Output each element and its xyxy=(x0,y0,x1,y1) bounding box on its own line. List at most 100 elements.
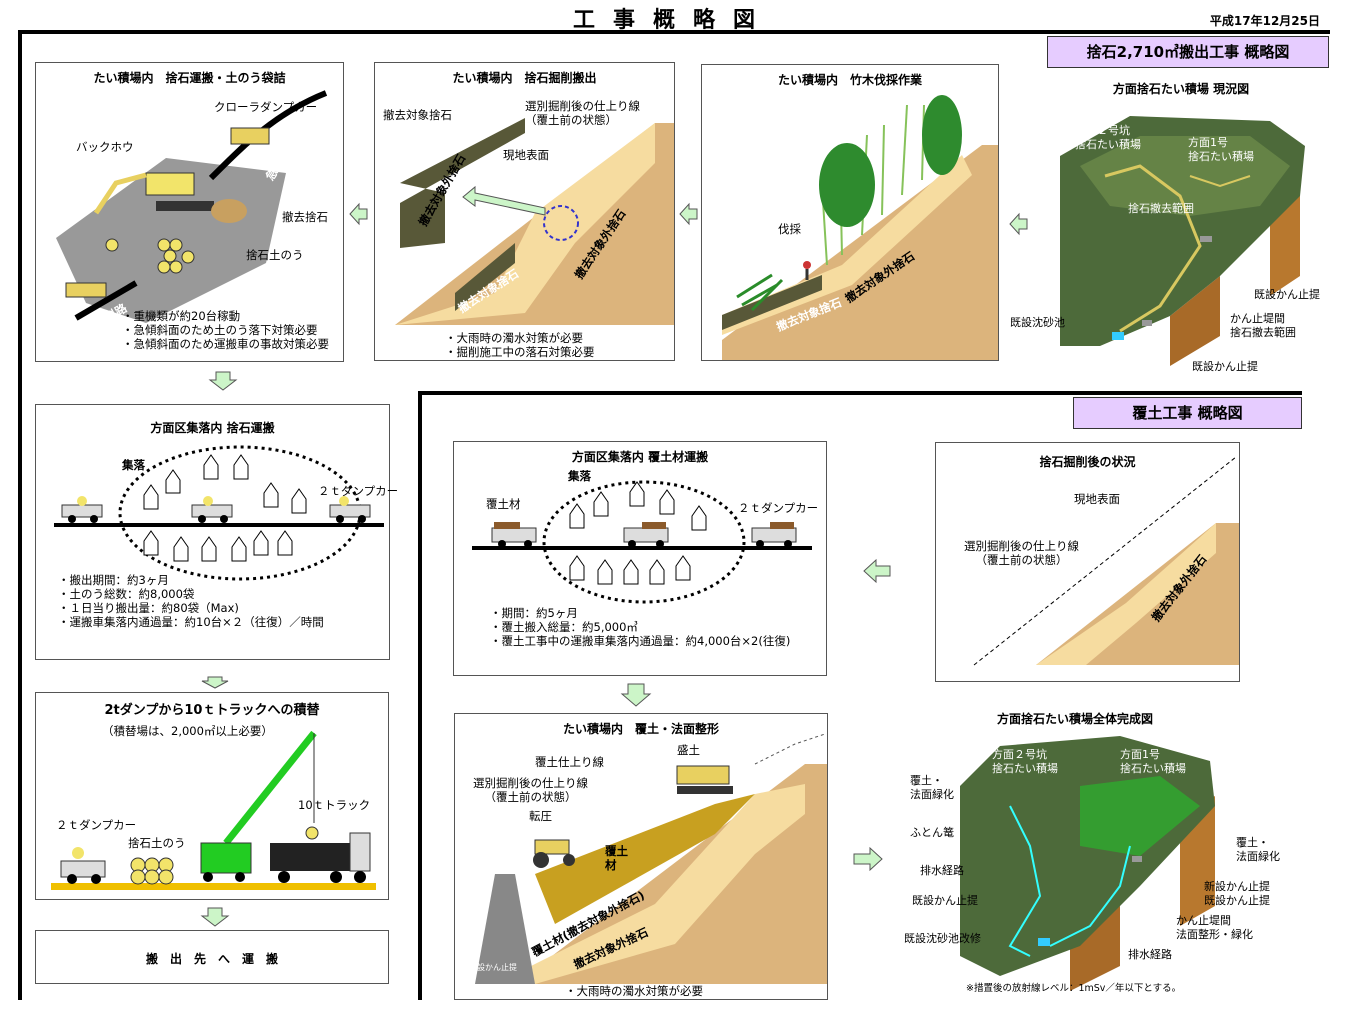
dig-notes: ・大雨時の濁水対策が必要 ・掘削施工中の落石対策必要 xyxy=(445,331,595,359)
panel-bamboo-cutting: たい積場内 竹木伐採作業 伐採 撤去対象捨石 撤去対象外捨石 xyxy=(701,64,999,361)
status-label-dam2: 既設かん止提 xyxy=(1192,360,1258,373)
label-2t-dump: ２ｔダンプカー xyxy=(56,818,137,832)
note-item: ・土のう総数：約8,000袋 xyxy=(58,587,195,601)
label-removal-target: 撤去対象捨石 xyxy=(383,108,452,122)
panel-title: 2tダンプから10ｔトラックへの積替 xyxy=(104,703,320,718)
label-2t-dump: ２ｔダンプカー xyxy=(318,484,399,498)
note-item: ・期間：約5ヶ月 xyxy=(490,606,578,620)
panel-title: 方面捨石たい積場全体完成図 xyxy=(996,712,1153,726)
label-cutting: 伐採 xyxy=(778,222,801,236)
arrow-down-icon xyxy=(201,676,229,689)
label-ground-surface: 現地表面 xyxy=(503,148,549,162)
arrow-left-icon xyxy=(863,558,891,584)
complete-label-dams: 新設かん止提 既設かん止提 xyxy=(1204,880,1270,907)
complete-label-drain-r: 排水経路 xyxy=(1128,948,1172,961)
panel-village-transport: 方面区集落内 捨石運搬 集落 ２ｔダンプカー ・搬出期間：約3ヶ月 ・土のう総数… xyxy=(35,404,398,660)
cover-notes: ・大雨時の濁水対策が必要 xyxy=(565,984,703,998)
status-label-settle: 既設沈砂池 xyxy=(1010,316,1065,329)
status-label-no2: 方面２号坑 捨石たい積場 xyxy=(1075,124,1141,151)
panel-title: 方面区集落内 覆土材運搬 xyxy=(571,450,709,464)
complete-label-between: かん止堤間 法面整形・緑化 xyxy=(1176,914,1253,941)
label-compaction: 転圧 xyxy=(529,809,552,823)
label-cover-finish: 覆土仕上り線 xyxy=(535,755,604,769)
label-2t-dump: ２ｔダンプカー xyxy=(738,501,819,515)
complete-label-green-l: 覆土・ 法面緑化 xyxy=(910,774,954,801)
complete-label-drain-l: 排水経路 xyxy=(920,864,964,877)
panel-completion: 方面捨石たい積場全体完成図 方面２号坑 捨石たい積場 方面1号 捨石たい積場 覆… xyxy=(880,706,1300,1000)
complete-label-settle: 既設沈砂池改修 xyxy=(904,932,981,945)
arrow-left-icon xyxy=(1009,212,1028,236)
cover-cross-section xyxy=(475,733,827,984)
label-finish-line: 選別掘削後の仕上り線 （覆土前の状態） xyxy=(473,776,588,804)
arrow-down-icon xyxy=(208,371,238,391)
label-embankment: 盛土 xyxy=(677,743,700,757)
arrow-down-icon xyxy=(200,907,230,927)
panel-title: たい積場内 捨石運搬・土のう袋詰 xyxy=(93,71,286,85)
note-item: ・掘削施工中の落石対策必要 xyxy=(445,345,595,359)
status-label-removal-range: 捨石撤去範囲 xyxy=(1128,202,1194,215)
panel-title: 捨石掘削後の状況 xyxy=(1039,455,1136,469)
complete-label-dam: 既設かん止提 xyxy=(912,894,978,907)
complete-note: ※措置後の放射線レベル：1mSv／年以下とする。 xyxy=(966,983,1182,994)
status-label-between: かん止堤間 捨石撤去範囲 xyxy=(1230,312,1296,339)
label-village: 集落 xyxy=(122,458,145,472)
bamboo-cross-section xyxy=(722,95,998,360)
label-removed-rock: 撤去捨石 xyxy=(282,210,328,224)
panel-after-excavation: 捨石掘削後の状況 現地表面 選別掘削後の仕上り線 （覆土前の状態） 撤去対象外捨… xyxy=(935,442,1240,682)
panel-title: 方面捨石たい積場 現況図 xyxy=(1112,82,1250,96)
loading-scene xyxy=(56,90,328,323)
arrow-left-icon xyxy=(679,202,698,226)
note-item: ・大雨時の濁水対策が必要 xyxy=(445,331,583,345)
label-cover-material: 覆土 材 xyxy=(605,844,628,872)
frame-left xyxy=(18,30,22,1000)
panel-village-cover-transport: 方面区集落内 覆土材運搬 集落 覆土材 ２ｔダンプカー ・期間：約5ヶ月 ・覆土… xyxy=(453,441,827,676)
note-item: ・運搬車集落内通過量：約10台×２（往復）／時間 xyxy=(58,615,324,629)
panel-rock-excavation: たい積場内 捨石掘削搬出 撤去対象捨石 選別掘削後の仕上り線 （覆土前の状態） … xyxy=(374,62,675,361)
excavation-cross-section xyxy=(395,118,674,325)
note-item: ・急傾斜面のため運搬車の事故対策必要 xyxy=(122,337,329,351)
page-title: 工事概略図 xyxy=(572,8,773,33)
label-crawler-dump: クローラダンプカー xyxy=(214,100,318,114)
section-header-removal: 捨石2,710㎥搬出工事 概略図 xyxy=(1047,36,1329,68)
transfer-subtitle: （積替場は、2,000㎡以上必要） xyxy=(102,724,273,738)
arrow-right-icon xyxy=(853,846,883,872)
arrow-left-icon xyxy=(349,202,368,226)
transfer-scene xyxy=(51,730,376,890)
label-ground-surface: 現地表面 xyxy=(1074,492,1120,506)
panel-title: 搬 出 先 へ 運 搬 xyxy=(145,952,278,966)
village-notes: ・搬出期間：約3ヶ月 ・土のう総数：約8,000袋 ・１日当り搬出量：約80袋（… xyxy=(58,573,324,629)
village-scene-2 xyxy=(472,480,812,604)
frame-inner-top xyxy=(418,391,1302,395)
terrain-3d-current xyxy=(1060,116,1305,366)
status-label-no1: 方面1号 捨石たい積場 xyxy=(1188,136,1254,163)
note-item: ・１日当り搬出量：約80袋（Max) xyxy=(58,601,239,615)
panel-title: たい積場内 覆土・法面整形 xyxy=(562,722,719,736)
label-10t-truck: 10ｔトラック xyxy=(298,798,371,812)
complete-label-gabion: ふとん篭 xyxy=(910,826,954,839)
panel-cover-shaping: たい積場内 覆土・法面整形 盛土 覆土仕上り線 選別掘削後の仕上り線 （覆土前の… xyxy=(454,713,828,1000)
label-village: 集落 xyxy=(568,469,591,483)
status-label-dam1: 既設かん止提 xyxy=(1254,288,1320,301)
panel-rock-loading: たい積場内 捨石運搬・土のう袋詰 クローラダンプカー バックホウ 急傾斜路 撤去… xyxy=(35,62,344,362)
note-item: ・大雨時の濁水対策が必要 xyxy=(565,984,703,998)
panel-title: たい積場内 捨石掘削搬出 xyxy=(452,71,597,85)
panel-title: たい積場内 竹木伐採作業 xyxy=(777,73,922,87)
panel-destination: 搬 出 先 へ 運 搬 xyxy=(35,930,389,984)
frame-top xyxy=(18,30,1330,34)
label-rock-bags: 捨石土のう xyxy=(128,836,186,850)
arrow-down-icon xyxy=(620,683,652,707)
after-cross-section xyxy=(973,456,1239,666)
date-label: 平成17年12月25日 xyxy=(1209,14,1320,28)
note-item: ・覆土搬入総量：約5,000㎥ xyxy=(490,620,638,634)
note-item: ・急傾斜面のため土のう落下対策必要 xyxy=(122,323,318,337)
label-finish-line: 選別掘削後の仕上り線 （覆土前の状態） xyxy=(525,99,640,127)
panel-transfer: 2tダンプから10ｔトラックへの積替 （積替場は、2,000㎡以上必要） 10ｔ… xyxy=(35,692,389,900)
terrain-3d-complete xyxy=(960,736,1215,991)
panel-title: 方面区集落内 捨石運搬 xyxy=(150,421,275,435)
label-backhoe: バックホウ xyxy=(76,140,134,154)
panel-current-status: 方面捨石たい積場 現況図 方面２号坑 捨石たい積場 方面1号 捨石たい積場 捨石… xyxy=(1010,76,1342,376)
note-item: ・重機類が約20台稼動 xyxy=(122,309,241,323)
complete-label-no1: 方面1号 捨石たい積場 xyxy=(1120,748,1186,775)
label-finish-line: 選別掘削後の仕上り線 （覆土前の状態） xyxy=(964,539,1079,567)
village-cover-notes: ・期間：約5ヶ月 ・覆土搬入総量：約5,000㎥ ・覆土工事中の運搬車集落内通過… xyxy=(490,606,790,648)
